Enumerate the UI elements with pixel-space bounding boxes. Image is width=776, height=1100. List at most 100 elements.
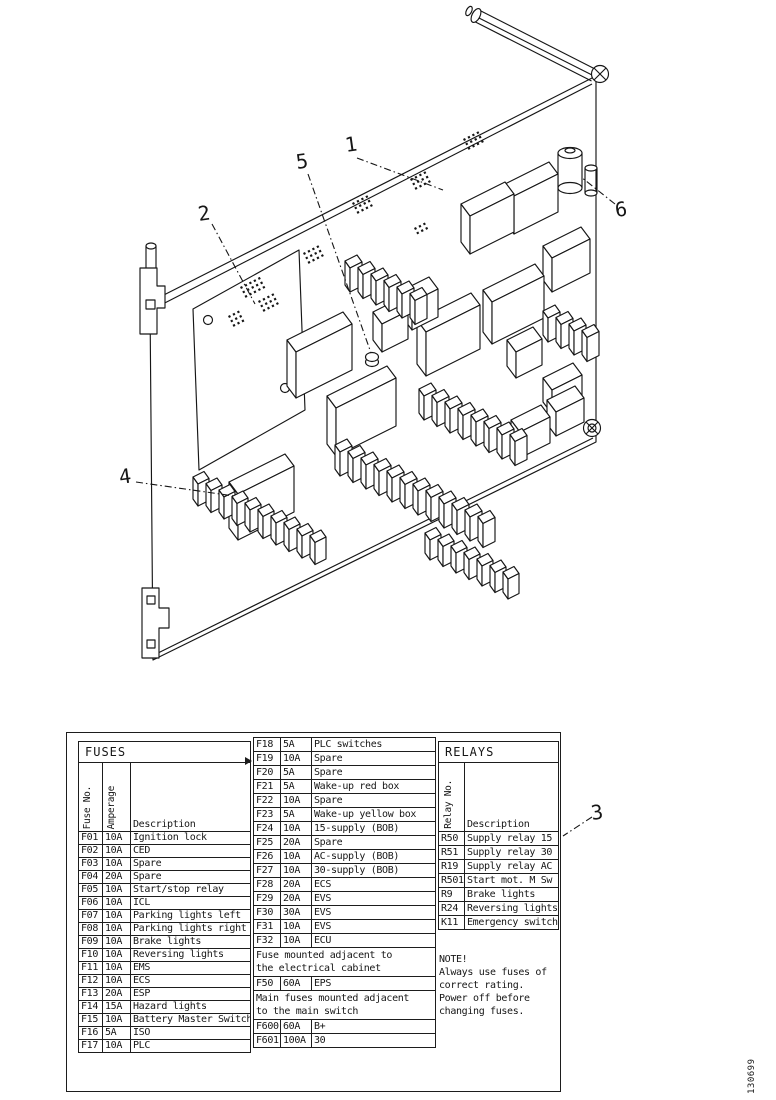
cell-no: F31 — [253, 919, 281, 934]
cell-amp: 10A — [280, 863, 312, 878]
cell-desc: Spare — [129, 857, 252, 871]
leader-4 — [136, 482, 234, 496]
cell-desc: Reversing lights — [129, 948, 252, 962]
cell-desc: Wake-up red box — [311, 779, 436, 794]
cell-no: R19 — [438, 859, 465, 874]
cell-amp: 5A — [280, 807, 312, 822]
cell-desc: Battery Master Switch — [129, 1013, 252, 1027]
cell-no: F26 — [253, 849, 281, 864]
cell-desc: Emergency switch — [463, 915, 560, 930]
cell-desc: Start/stop relay — [129, 883, 252, 897]
cell-no: F22 — [253, 793, 281, 808]
cell-amp: 10A — [102, 974, 131, 988]
cell-amp: 5A — [280, 765, 312, 780]
cell-no: F25 — [253, 835, 281, 850]
cell-desc: EPS — [311, 976, 436, 991]
cell-amp: 10A — [102, 844, 131, 858]
callout-4: 4 — [117, 464, 132, 489]
figure-number: 130699 — [747, 1058, 757, 1094]
cell-no: F28 — [253, 877, 281, 892]
cell-desc: EMS — [129, 961, 252, 975]
left-bracket-top — [140, 243, 165, 334]
cell-desc: Spare — [311, 793, 436, 808]
cell-no: F04 — [78, 870, 103, 884]
cell-no: F14 — [78, 1000, 103, 1014]
cell-amp: 20A — [280, 877, 312, 892]
cell-desc: EVS — [311, 891, 436, 906]
cell-amp: 100A — [280, 1033, 312, 1048]
cell-desc: Spare — [311, 835, 436, 850]
cell-amp: 10A — [102, 831, 131, 845]
cell-no: F05 — [78, 883, 103, 897]
callout-1: 1 — [343, 132, 358, 157]
cell-desc: PLC — [129, 1039, 252, 1053]
cell-amp: 20A — [102, 870, 131, 884]
cell-desc: ECS — [311, 877, 436, 892]
callout-5: 5 — [294, 149, 309, 174]
cell-desc: Supply relay AC — [463, 859, 560, 874]
cell-desc: ICL — [129, 896, 252, 910]
relays-title: RELAYS — [437, 741, 560, 763]
cell-no: F16 — [78, 1026, 103, 1040]
cell-amp: 10A — [280, 751, 312, 766]
cell-amp: 5A — [280, 737, 312, 752]
leader-3 — [563, 817, 592, 836]
cell-desc: Parking lights left — [129, 909, 252, 923]
cell-no: K11 — [438, 915, 465, 930]
cell-amp: 10A — [280, 821, 312, 836]
cell-no: F601 — [253, 1033, 281, 1048]
cell-desc: AC-supply (BOB) — [311, 849, 436, 864]
cell-no: F18 — [253, 737, 281, 752]
cell-no: F19 — [253, 751, 281, 766]
cell-desc: Hazard lights — [129, 1000, 252, 1014]
cell-no: F30 — [253, 905, 281, 920]
cell-desc: ISO — [129, 1026, 252, 1040]
cell-amp: 10A — [280, 933, 312, 948]
cell-no: F23 — [253, 807, 281, 822]
cell-amp: 5A — [102, 1026, 131, 1040]
left-bracket-bottom — [142, 588, 169, 658]
fuse-no-header: Fuse No. — [78, 762, 103, 832]
callout-2: 2 — [196, 201, 211, 226]
description-header: Description — [463, 762, 560, 832]
relay-no-header: Relay No. — [438, 762, 465, 832]
cell-no: R24 — [438, 901, 465, 916]
cell-no: F29 — [253, 891, 281, 906]
cell-amp: 10A — [102, 857, 131, 871]
cell-no: F08 — [78, 922, 103, 936]
cell-no: F11 — [78, 961, 103, 975]
cell-desc: Brake lights — [129, 935, 252, 949]
description-header: Description — [129, 762, 252, 832]
cell-amp: 60A — [280, 976, 312, 991]
cell-desc: Spare — [311, 751, 436, 766]
cell-amp: 10A — [280, 793, 312, 808]
cell-no: F21 — [253, 779, 281, 794]
cell-no: F10 — [78, 948, 103, 962]
note-line: Always use fuses of — [439, 967, 547, 978]
cell-desc: ECU — [311, 933, 436, 948]
cell-no: F24 — [253, 821, 281, 836]
